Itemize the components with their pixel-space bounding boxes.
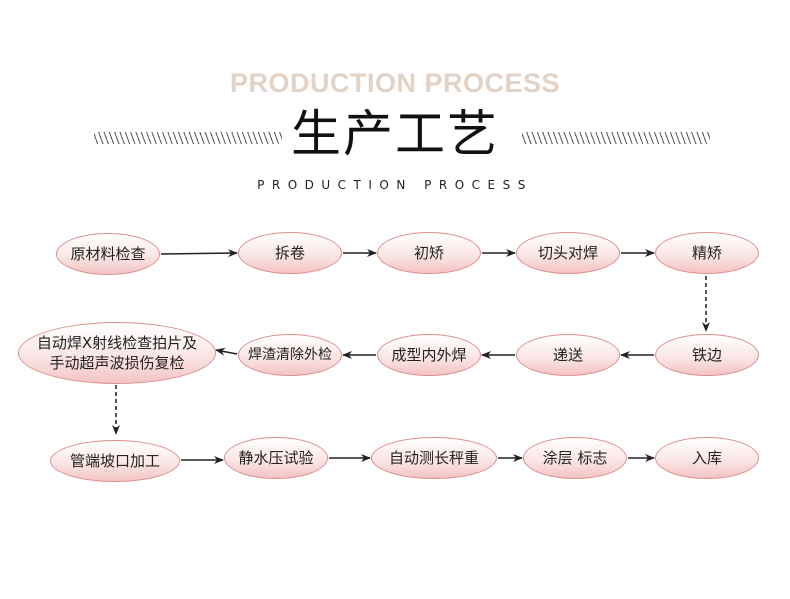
- step-feeding: 递送: [516, 334, 620, 376]
- step-uncoiling: 拆卷: [238, 232, 342, 274]
- step-length-weight-measuring: 自动测长秤重: [371, 437, 497, 479]
- step-fine-straightening: 精矫: [655, 232, 759, 274]
- step-edge-milling: 铁边: [655, 334, 759, 376]
- step-pipe-end-beveling: 管端坡口加工: [50, 440, 180, 482]
- step-end-cut-butt-weld: 切头对焊: [516, 232, 620, 274]
- step-xray-ultrasonic-inspection: 自动焊X射线检查拍片及手动超声波损伤复检: [18, 322, 216, 384]
- step-warehousing: 入库: [655, 437, 759, 479]
- left-hatch-decoration: [94, 132, 282, 144]
- right-hatch-decoration: [522, 132, 710, 144]
- step-forming-welding: 成型内外焊: [377, 334, 481, 376]
- english-title: PRODUCTION PROCESS: [229, 68, 561, 98]
- step-initial-straightening: 初矫: [377, 232, 481, 274]
- step-hydrostatic-test: 静水压试验: [224, 437, 328, 479]
- step-slag-removal-inspection: 焊渣清除外检: [238, 334, 342, 376]
- step-raw-material-inspection: 原材料检查: [56, 233, 160, 275]
- english-subtitle: PRODUCTION PROCESS: [257, 178, 533, 192]
- arrow-9-10: [215, 347, 238, 356]
- arrow-1-2: [160, 249, 238, 258]
- page-title: 生产工艺: [291, 105, 499, 163]
- step-coating-marking: 涂层 标志: [523, 437, 627, 479]
